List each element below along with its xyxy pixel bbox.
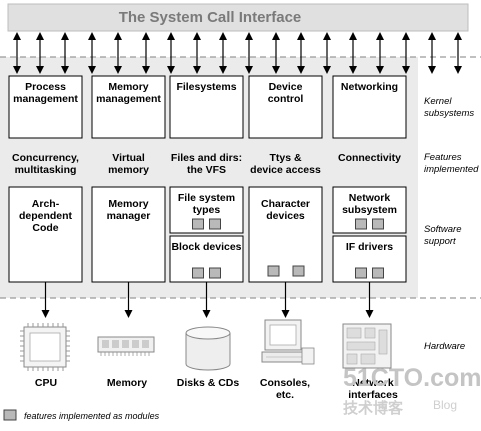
subsystem-columns: ProcessmanagementConcurrency,multitaskin… xyxy=(8,75,407,318)
side-label-software-1: Software xyxy=(424,224,462,235)
hardware-label-4-1: Consoles, xyxy=(260,377,310,389)
syscall-interface-bar xyxy=(7,3,469,32)
software-text-5-1-1: Network xyxy=(349,192,391,204)
legend-module-swatch xyxy=(3,409,17,421)
software-text-3-2-1: Block devices xyxy=(171,241,241,253)
module-marker xyxy=(267,265,280,277)
subsystem-box-1 xyxy=(8,75,83,139)
feature-text-4-2: device access xyxy=(250,164,321,176)
module-marker xyxy=(355,218,367,230)
side-labels: Kernel subsystems Features implemented S… xyxy=(424,96,479,352)
software-text-4-1: Character xyxy=(261,198,310,210)
subsystem-box-2 xyxy=(91,75,166,139)
software-subbox-5-1 xyxy=(332,186,407,234)
module-marker xyxy=(192,267,204,279)
software-text-5-1-2: subsystem xyxy=(342,204,397,216)
side-label-features-1: Features xyxy=(424,152,462,163)
hardware-label-5-1: Network xyxy=(352,377,394,389)
software-text-3-1-2: types xyxy=(193,204,221,216)
subsystem-title-1-1: Process xyxy=(25,81,66,93)
software-subbox-3-1 xyxy=(169,186,244,234)
cpu-chip-icon xyxy=(20,323,70,371)
feature-text-5-1: Connectivity xyxy=(338,152,401,164)
side-label-hardware: Hardware xyxy=(424,341,465,352)
software-box-1 xyxy=(8,186,83,283)
feature-text-1-2: multitasking xyxy=(15,164,77,176)
watermark-line2: 技术博客 xyxy=(343,399,404,417)
side-label-software-2: support xyxy=(424,236,456,247)
side-label-kernel-1: Kernel xyxy=(424,96,452,107)
software-box-4 xyxy=(248,186,323,283)
subsystem-title-1-2: management xyxy=(13,93,78,105)
hardware-label-2-1: Memory xyxy=(107,377,147,389)
feature-text-3-1: Files and dirs: xyxy=(171,152,242,164)
watermark: 51CTO.com 技术博客 Blog xyxy=(343,364,481,417)
module-marker xyxy=(372,218,384,230)
feature-text-1-1: Concurrency, xyxy=(12,152,79,164)
software-text-1-2: dependent xyxy=(19,210,73,222)
module-marker xyxy=(209,218,221,230)
watermark-line1: 51CTO.com xyxy=(343,364,481,392)
watermark-line3: Blog xyxy=(433,398,457,412)
subsystem-title-5-1: Networking xyxy=(341,81,398,93)
column-2: MemorymanagementVirtualmemoryMemorymanag… xyxy=(91,75,166,318)
subsystem-box-5 xyxy=(332,75,407,139)
software-box-2 xyxy=(91,186,166,283)
hardware-label-3-1: Disks & CDs xyxy=(177,377,240,389)
software-text-3-1-1: File system xyxy=(178,192,235,204)
subsystem-title-4-2: control xyxy=(268,93,304,105)
software-text-2-2: manager xyxy=(107,210,151,222)
software-text-4-2: devices xyxy=(266,210,305,222)
software-text-1-1: Arch- xyxy=(32,198,60,210)
syscall-arrows xyxy=(13,32,462,74)
module-marker xyxy=(292,265,305,277)
hardware-label-5-2: interfaces xyxy=(348,389,398,401)
legend-text: features implemented as modules xyxy=(24,411,160,421)
terminal-icon xyxy=(261,319,315,365)
subsystem-box-4 xyxy=(248,75,323,139)
module-marker xyxy=(192,218,204,230)
module-marker xyxy=(355,267,367,279)
software-text-1-3: Code xyxy=(32,222,58,234)
syscall-interface-title: The System Call Interface xyxy=(119,9,302,26)
hardware-label-4-2: etc. xyxy=(276,389,294,401)
feature-text-3-2: the VFS xyxy=(187,164,226,176)
hardware-icons xyxy=(20,319,392,371)
subsystem-title-2-2: management xyxy=(96,93,161,105)
hardware-label-1-1: CPU xyxy=(35,377,57,389)
feature-text-2-1: Virtual xyxy=(112,152,145,164)
network-interface-icon xyxy=(342,323,392,369)
column-5: NetworkingConnectivityNetworksubsystemIF… xyxy=(332,75,407,318)
feature-text-2-2: memory xyxy=(108,164,149,176)
feature-text-4-1: Ttys & xyxy=(269,152,302,164)
column-1: ProcessmanagementConcurrency,multitaskin… xyxy=(8,75,83,318)
side-label-features-2: implemented xyxy=(424,164,479,175)
module-marker xyxy=(372,267,384,279)
memory-module-icon xyxy=(97,336,155,356)
module-marker xyxy=(209,267,221,279)
subsystem-title-4-1: Device xyxy=(269,81,303,93)
side-label-kernel-2: subsystems xyxy=(424,108,474,119)
software-subbox-3-2 xyxy=(169,235,244,283)
hardware-labels: CPU Memory Disks & CDs Consoles,etc. Network… xyxy=(35,377,398,401)
legend: features implemented as modules xyxy=(3,409,160,421)
subsystem-title-3-1: Filesystems xyxy=(176,81,236,93)
subsystem-box-3 xyxy=(169,75,244,139)
disk-cylinder-icon xyxy=(185,326,231,371)
subsystem-title-2-1: Memory xyxy=(108,81,148,93)
software-text-2-1: Memory xyxy=(108,198,148,210)
software-subbox-5-2 xyxy=(332,235,407,283)
software-text-5-2-1: IF drivers xyxy=(346,241,393,253)
